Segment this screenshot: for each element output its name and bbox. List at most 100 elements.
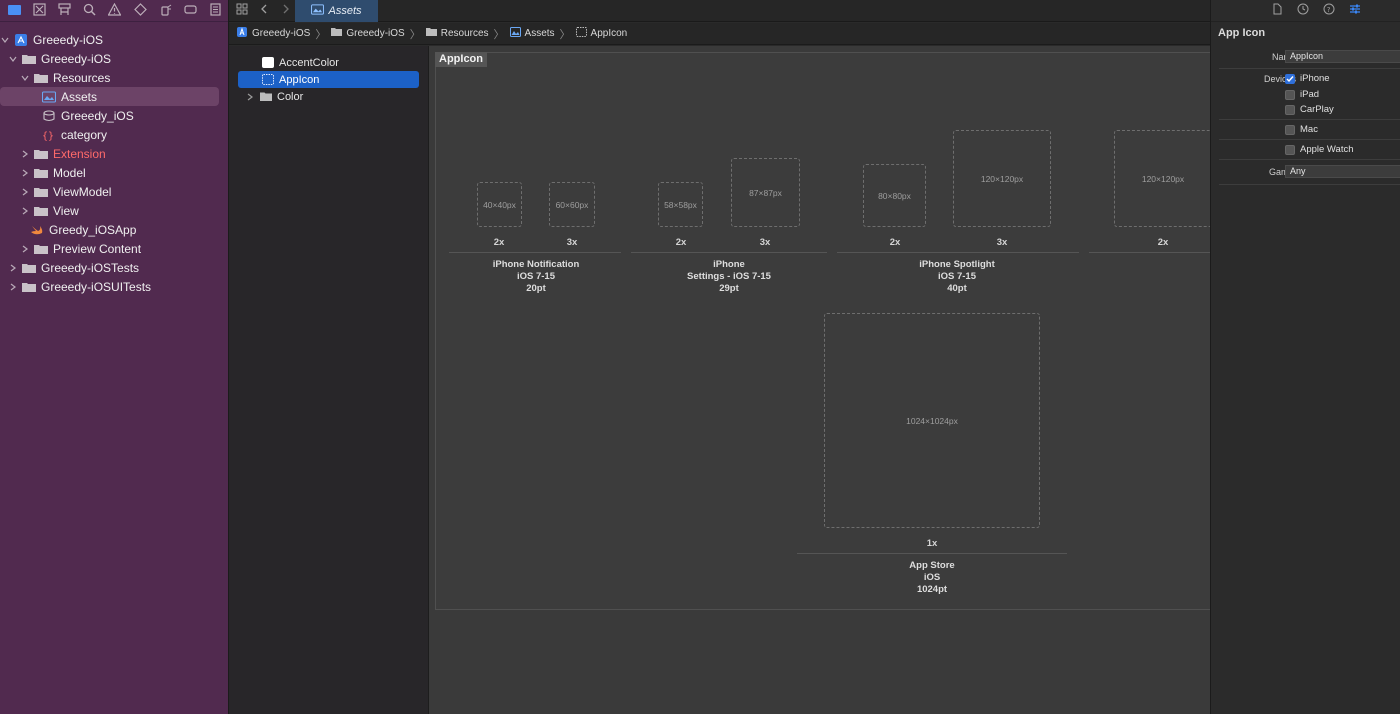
- name-field[interactable]: AppIcon: [1285, 50, 1400, 63]
- issue-navigator-tab[interactable]: [102, 0, 127, 22]
- history-inspector-tab[interactable]: [1294, 2, 1312, 20]
- folder-icon: [425, 27, 437, 40]
- folder-icon: [34, 167, 48, 179]
- device-checkbox-ipad[interactable]: iPad: [1285, 89, 1319, 100]
- icon-slot-spotlight-3x[interactable]: 120×120px: [953, 130, 1051, 227]
- chevron-right-icon[interactable]: [20, 206, 30, 216]
- chevron-right-icon[interactable]: [246, 93, 256, 101]
- project-navigator-tab[interactable]: [2, 0, 27, 22]
- name-label: Name: [1271, 52, 1296, 62]
- breadcrumb-project[interactable]: Greeedy-iOS: [237, 27, 310, 40]
- group-divider: [1089, 252, 1210, 253]
- gamut-popup[interactable]: Any: [1285, 165, 1400, 178]
- report-navigator-tab[interactable]: [203, 0, 228, 22]
- icon-slot-spotlight-2x[interactable]: 80×80px: [863, 164, 926, 227]
- test-navigator-tab[interactable]: [128, 0, 153, 22]
- chevron-down-icon[interactable]: [0, 35, 10, 45]
- data-model-icon: [42, 109, 56, 122]
- appicon-placeholder-icon: [575, 27, 587, 40]
- folder-icon: [22, 281, 36, 293]
- tree-item-extension[interactable]: Extension: [0, 144, 228, 163]
- icon-slot-settings-2x[interactable]: 58×58px: [658, 182, 703, 227]
- hierarchy-icon: [58, 2, 71, 19]
- chevron-right-icon[interactable]: [20, 149, 30, 159]
- icon-slot-app-2x[interactable]: 120×120px: [1114, 130, 1212, 227]
- forward-button[interactable]: [275, 0, 297, 22]
- svg-text:{}: {}: [42, 131, 54, 141]
- device-checkbox-mac[interactable]: Mac: [1285, 124, 1318, 135]
- devices-label: Devices: [1263, 74, 1296, 84]
- asset-item-color-folder[interactable]: Color: [238, 88, 419, 105]
- tree-item-tests[interactable]: Greeedy-iOSTests: [0, 258, 228, 277]
- attributes-inspector: ? App Icon Name AppIcon Devices iPhone i…: [1210, 0, 1400, 714]
- icon-set-title: AppIcon: [435, 52, 487, 67]
- divider: [1219, 139, 1400, 140]
- editor-tab-bar: Assets: [229, 0, 1210, 22]
- tree-item-preview-content[interactable]: Preview Content: [0, 239, 228, 258]
- icon-slot-notification-3x[interactable]: 60×60px: [549, 182, 595, 227]
- group-label-line: 29pt: [719, 283, 739, 294]
- asset-catalog-icon: [509, 27, 521, 40]
- breadcrumb-group[interactable]: Greeedy-iOS: [331, 27, 405, 40]
- icon-slot-notification-2x[interactable]: 40×40px: [477, 182, 522, 227]
- icon-slot-settings-3x[interactable]: 87×87px: [731, 158, 800, 227]
- chevron-right-icon[interactable]: [20, 187, 30, 197]
- breadcrumb-separator: 〉: [559, 28, 571, 41]
- chevron-right-icon[interactable]: [8, 282, 18, 292]
- tree-item-group-greeedy-ios[interactable]: Greeedy-iOS: [0, 49, 228, 68]
- tree-item-label: View: [53, 203, 79, 218]
- divider: [1219, 184, 1400, 185]
- project-navigator: Greeedy-iOS Greeedy-iOS Resources Assets…: [0, 0, 229, 714]
- diamond-icon: [133, 2, 147, 19]
- chevron-right-icon[interactable]: [20, 168, 30, 178]
- tree-item-label: Preview Content: [53, 241, 142, 256]
- chevron-down-icon[interactable]: [20, 73, 30, 83]
- tree-item-label: Greeedy-iOSUITests: [41, 279, 152, 294]
- chevron-right-icon[interactable]: [8, 263, 18, 273]
- checkbox-label: Mac: [1300, 124, 1318, 135]
- device-checkbox-iphone[interactable]: iPhone: [1285, 73, 1330, 84]
- breadcrumb-assets[interactable]: Assets: [509, 27, 555, 40]
- debug-navigator-tab[interactable]: [153, 0, 178, 22]
- file-inspector-tab[interactable]: [1268, 2, 1286, 20]
- icon-slot-app-store-1x[interactable]: 1024×1024px: [824, 313, 1040, 528]
- help-inspector-tab[interactable]: ?: [1320, 2, 1338, 20]
- checkbox-box: [1285, 89, 1295, 100]
- grid-button[interactable]: [231, 0, 253, 22]
- folder-icon: [34, 186, 48, 198]
- tree-item-project-root[interactable]: Greeedy-iOS: [0, 30, 228, 49]
- chevron-down-icon[interactable]: [8, 54, 18, 64]
- group-label-line: 1024pt: [916, 584, 948, 595]
- slot-scale-label: 2x: [675, 237, 687, 248]
- tree-item-assets[interactable]: Assets: [0, 87, 219, 106]
- back-button[interactable]: [253, 0, 275, 22]
- breadcrumb-label: AppIcon: [590, 28, 628, 39]
- breadcrumb-appicon[interactable]: AppIcon: [575, 27, 628, 40]
- tab-assets[interactable]: Assets: [295, 0, 378, 22]
- chevron-right-icon[interactable]: [20, 244, 30, 254]
- group-divider: [631, 252, 827, 253]
- tree-item-category[interactable]: {} category: [0, 125, 228, 144]
- device-checkbox-carplay[interactable]: CarPlay: [1285, 104, 1334, 115]
- slot-size-label: 1024×1024px: [906, 415, 958, 426]
- tree-item-model[interactable]: Model: [0, 163, 228, 182]
- asset-item-accentcolor[interactable]: AccentColor: [238, 54, 419, 71]
- asset-item-appicon[interactable]: AppIcon: [238, 71, 419, 88]
- symbol-navigator-tab[interactable]: [52, 0, 77, 22]
- tree-item-label: Greeedy_iOS: [61, 108, 134, 123]
- tree-item-view[interactable]: View: [0, 201, 228, 220]
- breadcrumb-resources[interactable]: Resources: [425, 27, 489, 40]
- tree-item-greedy-iosapp[interactable]: Greedy_iOSApp: [0, 220, 228, 239]
- slot-size-label: 40×40px: [483, 199, 516, 210]
- tree-item-uitests[interactable]: Greeedy-iOSUITests: [0, 277, 228, 296]
- attributes-inspector-tab[interactable]: [1346, 2, 1364, 20]
- device-checkbox-apple-watch[interactable]: Apple Watch: [1285, 144, 1354, 155]
- tree-item-resources[interactable]: Resources: [0, 68, 228, 87]
- find-navigator-tab[interactable]: [77, 0, 102, 22]
- app-project-icon: [237, 27, 248, 40]
- source-control-tab[interactable]: [27, 0, 52, 22]
- breakpoint-navigator-tab[interactable]: [178, 0, 203, 22]
- tree-item-greeedy-ios-model[interactable]: Greeedy_iOS: [0, 106, 228, 125]
- tree-item-viewmodel[interactable]: ViewModel: [0, 182, 228, 201]
- tab-label: Assets: [328, 5, 362, 17]
